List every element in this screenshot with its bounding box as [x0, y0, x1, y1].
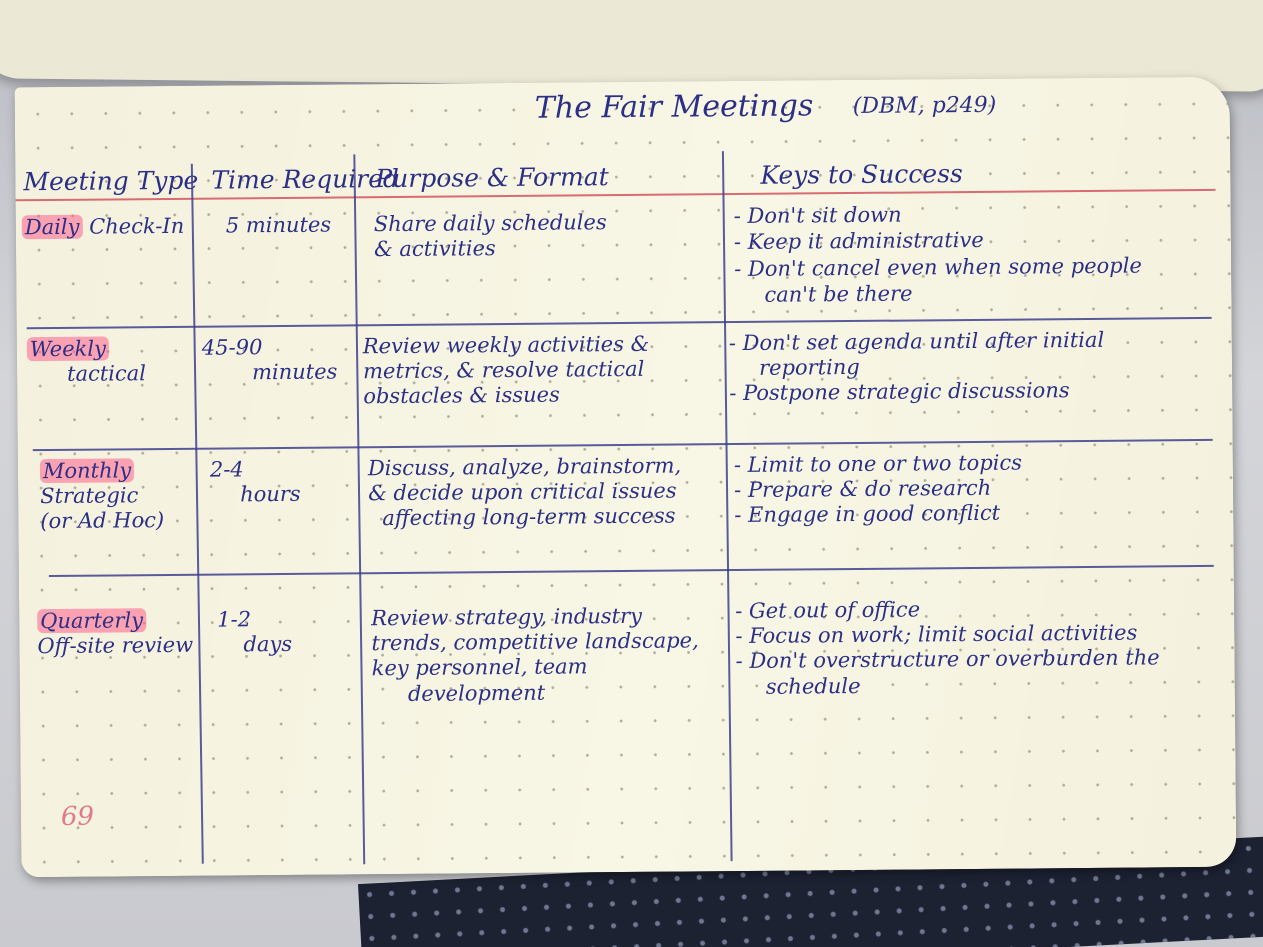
type-label-line2: tactical — [66, 361, 147, 387]
row-monthly-time: 2-4 hours — [210, 457, 301, 508]
purpose-line: key personnel, team — [371, 654, 588, 681]
time-line: hours — [240, 482, 301, 507]
purpose-line: metrics, & resolve tactical — [362, 357, 645, 384]
type-label-line2: Off-site review — [37, 632, 194, 659]
highlighted-label: Quarterly — [37, 608, 147, 634]
purpose-line: & decide upon critical issues — [368, 478, 677, 506]
key-item: - Don't set agenda until after initial — [728, 327, 1105, 356]
type-label-line2: Strategic — [40, 483, 139, 509]
column-divider — [190, 163, 204, 864]
row-weekly-purpose: Review weekly activities & metrics, & re… — [363, 332, 650, 410]
row-weekly-type: Weekly tactical — [26, 336, 147, 387]
key-item: - Limit to one or two topics — [733, 450, 1023, 478]
key-item: can't be there — [764, 281, 913, 307]
header-purpose-format: Purpose & Format — [375, 162, 609, 194]
purpose-line: obstacles & issues — [363, 382, 560, 409]
header-time-required: Time Required — [211, 163, 400, 195]
purpose-line: Review strategy, industry — [371, 603, 643, 631]
key-item: reporting — [758, 355, 860, 381]
key-item: - Keep it administrative — [733, 228, 984, 255]
row-daily-keys: - Don't sit down - Keep it administrativ… — [734, 199, 1143, 308]
time-line: 1-2 — [217, 607, 252, 632]
time-line: minutes — [251, 359, 338, 385]
key-item: - Prepare & do research — [734, 475, 992, 503]
row-monthly-purpose: Discuss, analyze, brainstorm, & decide u… — [368, 454, 682, 532]
key-item: - Don't sit down — [733, 202, 902, 229]
row-monthly-type: Monthly Strategic (or Ad Hoc) — [39, 458, 165, 535]
row-divider — [48, 564, 1214, 578]
time-line: days — [243, 632, 293, 657]
row-monthly-keys: - Limit to one or two topics - Prepare &… — [734, 451, 1023, 529]
row-quarterly-purpose: Review strategy, industry trends, compet… — [371, 603, 699, 707]
header-keys-to-success: Keys to Success — [760, 159, 963, 190]
row-daily-purpose: Share daily schedules & activities — [374, 210, 607, 262]
row-weekly-keys: - Don't set agenda until after initial r… — [729, 328, 1105, 407]
column-divider — [721, 151, 733, 862]
notebook-page: The Fair Meetings (DBM, p249) Meeting Ty… — [14, 76, 1237, 878]
time-line: 2-4 — [209, 457, 244, 482]
row-daily-time: 5 minutes — [225, 212, 332, 238]
key-item: - Don't cancel even when some people — [734, 252, 1142, 281]
row-divider — [32, 438, 1213, 452]
page-title: The Fair Meetings — [534, 88, 814, 126]
row-weekly-time: 45-90 minutes — [202, 335, 338, 387]
purpose-line: affecting long-term success — [382, 503, 676, 531]
key-item: - Focus on work; limit social activities — [735, 620, 1138, 649]
header-meeting-type: Meeting Type — [23, 165, 199, 197]
highlighted-label: Weekly — [26, 336, 110, 362]
column-divider — [353, 154, 366, 865]
row-divider — [26, 316, 1212, 330]
time-line: 45-90 — [201, 335, 263, 360]
highlighted-label: Daily — [21, 214, 83, 240]
purpose-line: Share daily schedules — [373, 210, 607, 237]
highlighted-label: Monthly — [39, 458, 135, 484]
page-reference: (DBM, p249) — [852, 92, 997, 120]
type-label-rest: Check-In — [82, 213, 185, 239]
row-daily-type: Daily Check-In — [21, 213, 185, 241]
purpose-line: development — [407, 680, 546, 706]
faded-handwriting: ~ — [1080, 0, 1104, 2]
row-quarterly-keys: - Get out of office - Focus on work; lim… — [735, 595, 1160, 699]
purpose-line: trends, competitive landscape, — [371, 628, 699, 656]
key-item: - Postpone strategic discussions — [729, 378, 1070, 406]
key-item: - Engage in good conflict — [734, 501, 1001, 528]
key-item: schedule — [765, 673, 861, 699]
type-label-line3: (or Ad Hoc) — [40, 508, 165, 534]
key-item: - Don't overstructure or overburden the — [735, 645, 1160, 674]
row-quarterly-time: 1-2 days — [217, 607, 292, 658]
purpose-line: Discuss, analyze, brainstorm, — [367, 453, 682, 481]
purpose-line: Review weekly activities & — [362, 331, 650, 359]
row-quarterly-type: Quarterly Off-site review — [37, 608, 193, 660]
purpose-line: & activities — [373, 236, 496, 262]
key-item: - Get out of office — [735, 597, 921, 624]
page-number: 69 — [60, 801, 95, 832]
